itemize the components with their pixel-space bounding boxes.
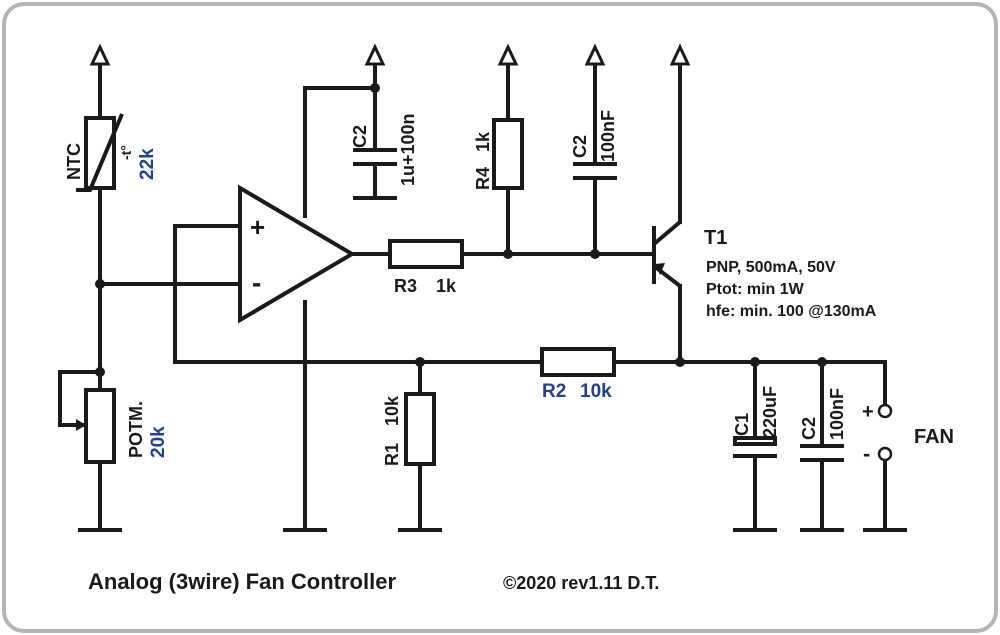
- t1-name-label: T1: [704, 227, 727, 249]
- vcc-arrow-icon: [497, 43, 519, 66]
- c2-out-value-label: 100nF: [827, 388, 847, 440]
- r3-name-label: R3: [394, 276, 417, 296]
- r4-name-label: R4: [473, 167, 493, 190]
- r2-value-label: 10k: [580, 381, 612, 402]
- capacitor-c2-top: [353, 148, 397, 166]
- c2-mid-name-label: C2: [570, 135, 590, 158]
- capacitor-c2-mid: [573, 162, 617, 180]
- r2-name-label: R2: [542, 381, 566, 402]
- ground-symbols: [78, 196, 907, 532]
- fan-name-label: FAN: [914, 426, 954, 448]
- ntc-thermistor: [76, 113, 124, 192]
- junctions: [95, 83, 827, 377]
- ntc-symbol-label: -t°: [118, 145, 134, 160]
- wiper-arrow-icon: [76, 419, 86, 431]
- vcc-arrow-icon: [584, 43, 606, 66]
- supply-arrows: [89, 43, 691, 66]
- r1-value-label: 10k: [382, 395, 402, 426]
- ntc-value-label: 22k: [137, 148, 158, 180]
- diagram-title: Analog (3wire) Fan Controller: [88, 569, 396, 594]
- r3-value-label: 1k: [436, 276, 457, 296]
- resistor-r3: [388, 239, 464, 269]
- resistor-r2: [540, 347, 616, 377]
- ntc-name-label: NTC: [64, 143, 84, 180]
- c2-out-name-label: C2: [799, 417, 819, 440]
- opamp-minus-label: -: [252, 267, 261, 298]
- vcc-arrow-icon: [364, 43, 386, 66]
- t1-spec-line-2: Ptot: min 1W: [706, 281, 805, 298]
- c2-top-value-label: 1u+100n: [398, 113, 418, 186]
- c1-name-label: C1: [732, 413, 752, 436]
- vcc-arrow-icon: [89, 43, 111, 66]
- fan-minus-terminal-icon: [877, 446, 893, 462]
- wires: [58, 60, 887, 530]
- vcc-arrow-icon: [669, 43, 691, 66]
- r4-value-label: 1k: [473, 131, 493, 152]
- c2-mid-value-label: 100nF: [598, 110, 618, 162]
- fan-terminals: [877, 403, 893, 462]
- r1-name-label: R1: [382, 443, 402, 466]
- fan-plus-terminal-icon: [877, 403, 893, 419]
- opamp: + -: [238, 184, 356, 324]
- potentiometer: [76, 388, 116, 464]
- resistor-r4: [492, 118, 524, 190]
- fan-plus-label: +: [862, 401, 874, 423]
- c2-top-name-label: C2: [350, 125, 370, 148]
- capacitor-c2-out: [800, 444, 844, 462]
- credit-label: ©2020 rev1.11 D.T.: [503, 573, 659, 593]
- t1-spec-line-1: PNP, 500mA, 50V: [706, 259, 836, 276]
- resistor-r1: [404, 392, 436, 466]
- capacitor-c1: [733, 436, 777, 458]
- t1-spec-line-3: hfe: min. 100 @130mA: [706, 303, 877, 320]
- potm-value-label: 20k: [148, 426, 169, 458]
- transistor-t1: [652, 220, 682, 288]
- opamp-plus-label: +: [250, 212, 265, 242]
- c1-value-label: 220uF: [760, 386, 780, 438]
- fan-minus-label: -: [863, 441, 870, 466]
- potm-name-label: POTM.: [126, 401, 146, 458]
